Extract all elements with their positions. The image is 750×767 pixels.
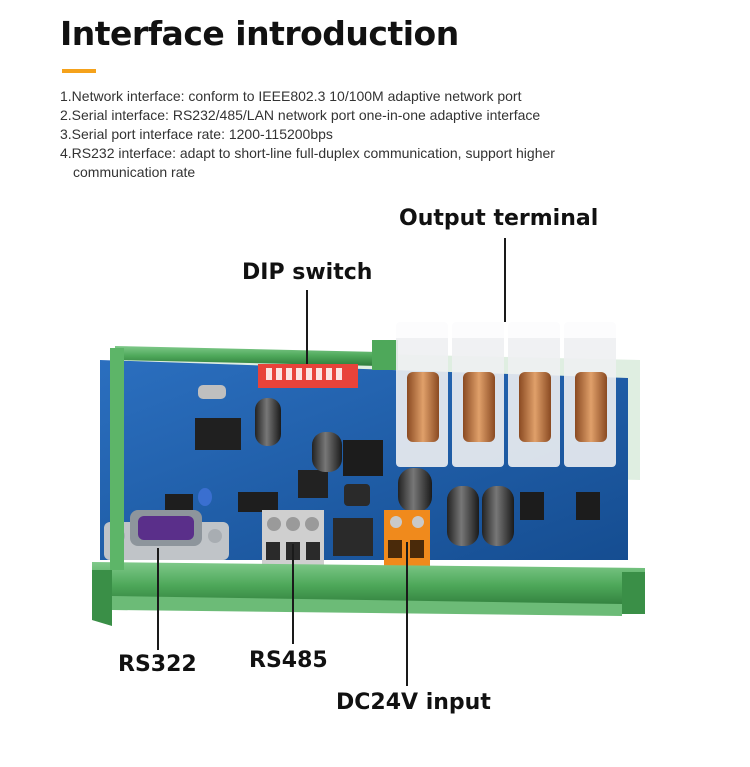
electrolytic-capacitors [255, 398, 514, 546]
din-rail-front [92, 348, 645, 626]
regulator [333, 518, 373, 556]
chip [238, 492, 278, 512]
spec-item: 3.Serial port interface rate: 1200-11520… [60, 126, 333, 142]
crystal [198, 385, 226, 399]
chip [343, 440, 383, 476]
capacitor-blue [198, 488, 212, 506]
rs485-terminal [262, 510, 324, 566]
callout-lines [157, 238, 506, 686]
chip [298, 470, 328, 498]
dip-switch [258, 364, 358, 388]
driver [520, 492, 544, 520]
rs322-label: RS322 [118, 652, 197, 677]
spec-item: 2.Serial interface: RS232/485/LAN networ… [60, 107, 541, 123]
inductor [344, 484, 370, 506]
db9-connector [104, 510, 229, 560]
dc24v-input-label: DC24V input [336, 690, 491, 715]
page-title: Interface introduction [60, 14, 459, 53]
driver [576, 492, 600, 520]
spec-item-continuation: communication rate [73, 164, 196, 180]
relay [508, 322, 560, 467]
spec-item: 4.RS232 interface: adapt to short-line f… [60, 145, 555, 161]
relay [564, 322, 616, 467]
relays [396, 322, 616, 467]
output-terminal-label: Output terminal [399, 206, 599, 231]
dip-switch-label: DIP switch [242, 260, 373, 285]
green-terminal [372, 340, 398, 370]
spec-item: 1.Network interface: conform to IEEE802.… [60, 88, 522, 104]
relay [452, 322, 504, 467]
mcu-chip [195, 418, 241, 450]
title-accent-bar [62, 69, 96, 73]
spec-list: 1.Network interface: conform to IEEE802.… [60, 87, 700, 182]
relay [396, 322, 448, 467]
rs485-label: RS485 [249, 648, 328, 673]
